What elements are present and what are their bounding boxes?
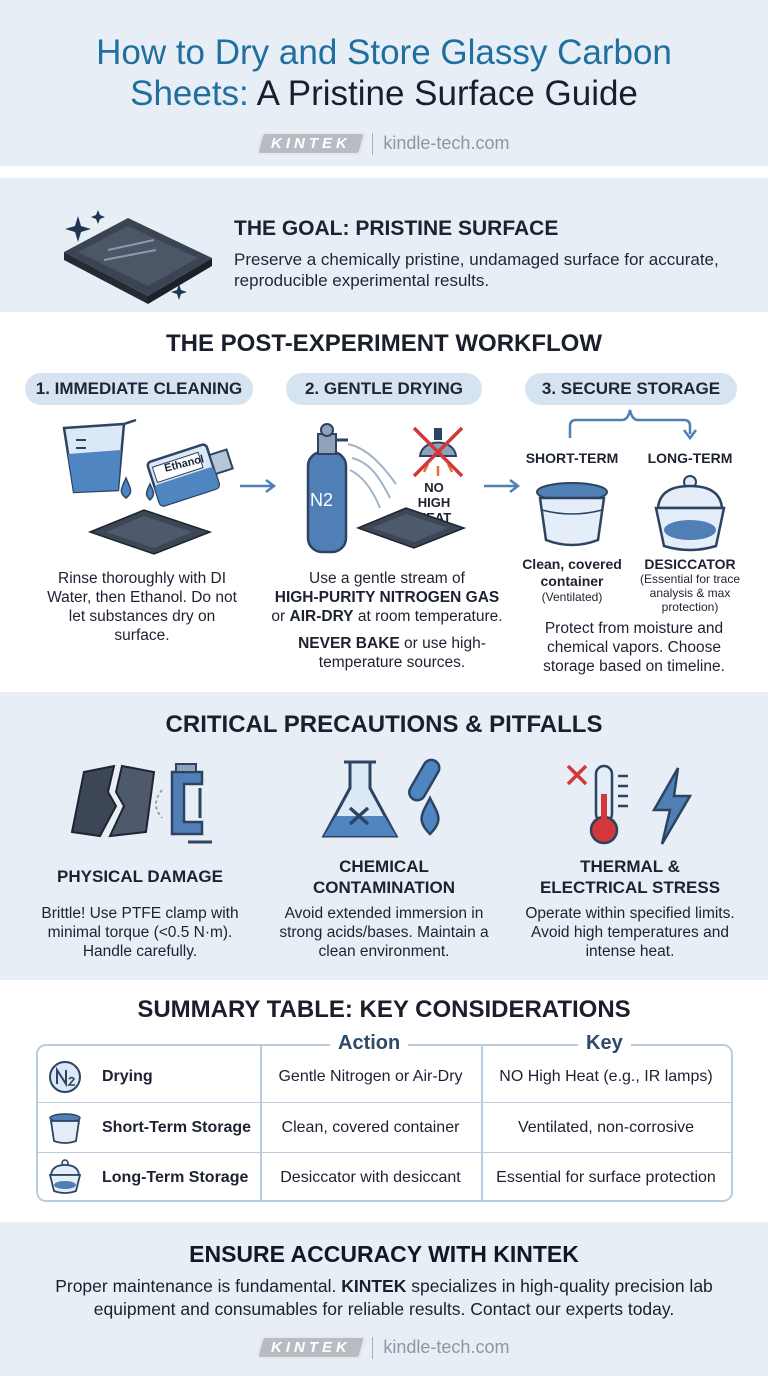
site-link[interactable]: kindle-tech.com [383, 133, 510, 153]
kintek-logo: KINTEK [255, 1336, 366, 1359]
container-icon [49, 1113, 81, 1144]
page-title: How to Dry and Store Glassy Carbon Sheet… [0, 32, 768, 114]
row-key: Ventilated, non-corrosive [517, 1119, 695, 1136]
row-key: NO High Heat (e.g., IR lamps) [499, 1068, 713, 1085]
beaker-icon [62, 418, 137, 494]
brand-row: KINTEK kindle-tech.com [0, 132, 768, 155]
column-header-key: Key [578, 1032, 631, 1055]
thermometer-icon [589, 764, 628, 845]
lightning-icon [651, 767, 693, 845]
flask-icon [321, 760, 399, 838]
row-key: Essential for surface protection [496, 1169, 716, 1186]
desiccator-icon [48, 1159, 82, 1194]
step-1-label: 1. IMMEDIATE CLEANING [25, 373, 253, 405]
step-3-text: Protect from moisture and chemical vapor… [543, 620, 725, 675]
precautions-heading: CRITICAL PRECAUTIONS & PITFALLS [165, 711, 603, 738]
step-1-text: Rinse thoroughly with DI Water, then Eth… [47, 570, 237, 644]
divider [372, 1336, 374, 1359]
test-tube-drop-icon [408, 758, 441, 836]
carbon-sheet-icon [64, 218, 212, 304]
row-action: Desiccator with desiccant [280, 1169, 461, 1186]
step-2-label: 2. GENTLE DRYING [286, 373, 482, 405]
kintek-logo: KINTEK [255, 132, 366, 155]
title-line-1: How to Dry and Store Glassy Carbon [96, 33, 672, 72]
short-term-caption: Clean, covered container [522, 556, 622, 589]
carbon-sheet-icon [87, 509, 213, 555]
cta-heading: ENSURE ACCURACY WITH KINTEK [189, 1241, 579, 1267]
droplets-icon [120, 475, 155, 502]
physical-damage-title: PHYSICAL DAMAGE [57, 867, 223, 886]
n2-label: N2 [310, 490, 334, 510]
summary-table: Drying Gentle Nitrogen or Air-Dry NO Hig… [36, 1044, 733, 1202]
long-term-label: LONG-TERM [647, 450, 733, 466]
title-line-2: A Pristine Surface Guide [256, 74, 638, 113]
step-3-label: 3. SECURE STORAGE [525, 373, 737, 405]
sparkle-icon [65, 210, 187, 300]
step-2-text: Use a gentle stream of HIGH-PURITY NITRO… [271, 570, 503, 625]
desiccator-icon [654, 475, 726, 552]
arrow-right-icon [484, 479, 521, 493]
n2-badge-icon [49, 1061, 81, 1093]
chemical-contamination-text: Avoid extended immersion in strong acids… [279, 905, 489, 960]
row-label: Short-Term Storage [102, 1119, 252, 1136]
long-term-caption: DESICCATOR [644, 556, 736, 572]
summary-section: SUMMARY TABLE: KEY CONSIDERATIONS Drying… [0, 980, 768, 1220]
nitrogen-cylinder-icon [306, 423, 348, 554]
row-action: Gentle Nitrogen or Air-Dry [278, 1068, 463, 1085]
goal-text: Preserve a chemically pristine, undamage… [234, 250, 719, 290]
table-row: Long-Term Storage Desiccator with desicc… [38, 1152, 731, 1200]
short-term-label: SHORT-TERM [525, 450, 619, 466]
goal-section: THE GOAL: PRISTINE SURFACE Preserve a ch… [0, 178, 768, 312]
workflow-section: THE POST-EXPERIMENT WORKFLOW 1. IMMEDIAT… [0, 312, 768, 692]
x-mark-icon [566, 764, 588, 786]
carbon-sheet-icon [355, 507, 467, 549]
cta-section: ENSURE ACCURACY WITH KINTEK Proper maint… [0, 1222, 768, 1376]
workflow-heading: THE POST-EXPERIMENT WORKFLOW [166, 330, 602, 357]
footer-site-link[interactable]: kindle-tech.com [383, 1337, 510, 1357]
precautions-section: CRITICAL PRECAUTIONS & PITFALLS PHYSICAL… [0, 692, 768, 980]
table-divider [481, 1046, 483, 1200]
short-term-sub: (Ventilated) [541, 590, 603, 604]
column-header-action: Action [330, 1032, 409, 1055]
covered-container-icon [536, 482, 608, 547]
table-row: Drying Gentle Nitrogen or Air-Dry NO Hig… [38, 1052, 731, 1102]
step-2-note: NEVER BAKE or use high-temperature sourc… [298, 635, 486, 671]
table-row: Short-Term Storage Clean, covered contai… [38, 1102, 731, 1152]
cta-text: Proper maintenance is fundamental. KINTE… [55, 1276, 713, 1319]
branch-bracket-icon [568, 409, 697, 441]
thermal-stress-title: THERMAL & ELECTRICAL STRESS [539, 857, 721, 897]
table-divider [260, 1046, 262, 1200]
row-label: Drying [102, 1068, 153, 1085]
thermal-stress-text: Operate within specified limits. Avoid h… [525, 905, 735, 960]
arrow-right-icon [240, 479, 277, 493]
physical-damage-text: Brittle! Use PTFE clamp with minimal tor… [41, 905, 239, 960]
title-line-2-accent: Sheets: [130, 74, 249, 113]
chemical-contamination-title: CHEMICAL CONTAMINATION [313, 857, 455, 897]
footer-brand-row: KINTEK kindle-tech.com [0, 1336, 768, 1359]
summary-heading: SUMMARY TABLE: KEY CONSIDERATIONS [137, 996, 631, 1023]
no-heat-lamp-icon [412, 426, 464, 478]
ethanol-bottle-icon [146, 443, 234, 507]
goal-heading: THE GOAL: PRISTINE SURFACE [234, 217, 559, 240]
clamp-icon [155, 763, 212, 844]
divider [372, 132, 374, 155]
row-label: Long-Term Storage [102, 1169, 249, 1186]
long-term-sub: (Essential for trace analysis & max prot… [639, 572, 741, 614]
title-section: How to Dry and Store Glassy Carbon Sheet… [0, 0, 768, 166]
row-action: Clean, covered container [281, 1119, 460, 1136]
broken-sheet-icon [70, 764, 156, 838]
gas-stream-icon [347, 443, 397, 509]
